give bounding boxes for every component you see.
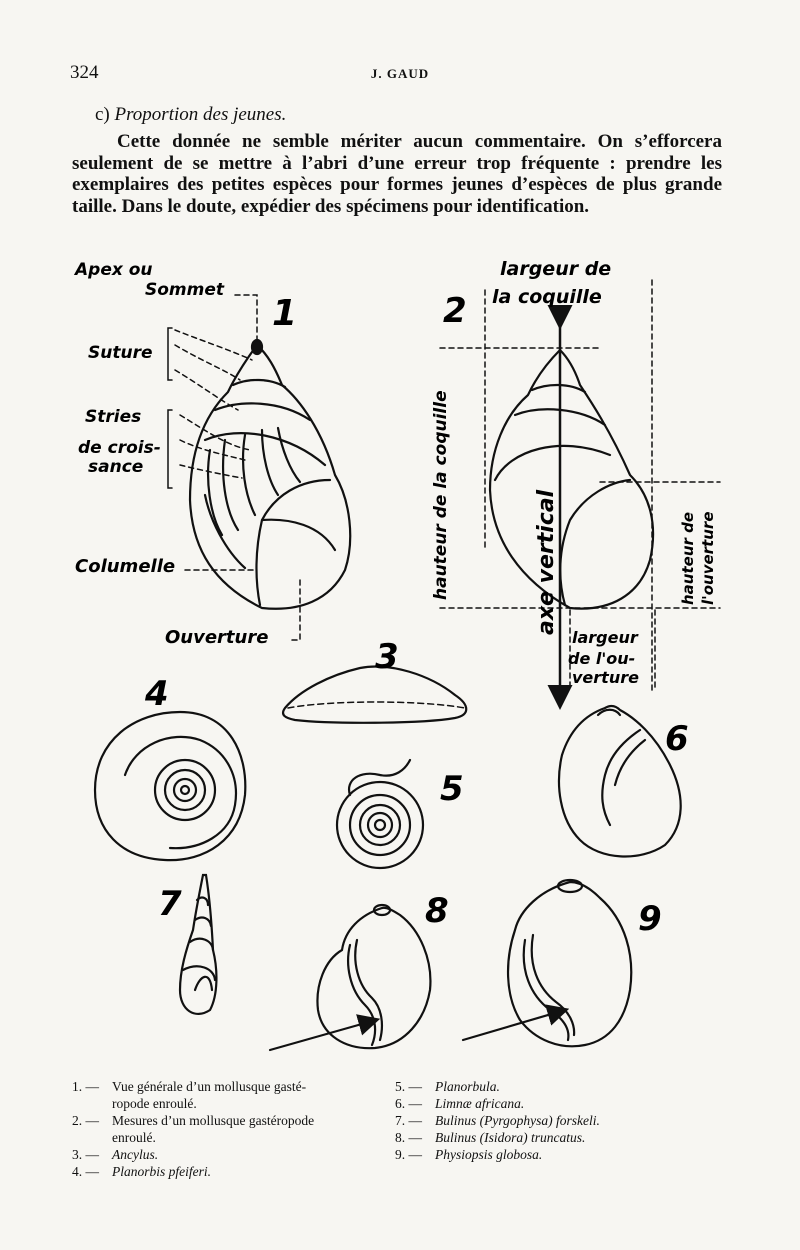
- caption-item: 7. —Bulinus (Pyrgophysa) forskeli.: [395, 1113, 600, 1128]
- fig-number-3: 3: [375, 637, 399, 677]
- section-title: Proportion des jeunes.: [114, 104, 287, 125]
- fig4-shell: [93, 710, 247, 862]
- body-paragraph: Cette donnée ne semble mériter aucun com…: [72, 131, 722, 217]
- caption-item: 2. —Mesures d’un mollusque gastéropode: [72, 1113, 315, 1128]
- caption-item: 1. —Vue générale d’un mollusque gasté-: [72, 1079, 307, 1094]
- caption-item: 8. —Bulinus (Isidora) truncatus.: [395, 1130, 586, 1145]
- fig-number-5: 5: [440, 769, 464, 809]
- fig9-shell: [461, 878, 633, 1048]
- fig1-label-apex: Apex ou: [73, 260, 153, 280]
- caption-item: 4. —Planorbis pfeiferi.: [72, 1164, 211, 1179]
- fig-number-8: 8: [425, 891, 449, 931]
- fig2-label-largeur-ouv-3: verture: [572, 668, 639, 687]
- fig1-label-sance: sance: [88, 457, 143, 477]
- section-heading: c) Proportion des jeunes.: [95, 104, 286, 126]
- fig8-shell: [268, 903, 432, 1052]
- fig2-label-axe-vertical: axe vertical: [534, 489, 559, 635]
- caption-item: 3. —Ancylus.: [72, 1147, 159, 1162]
- fig1-label-ouverture: Ouverture: [165, 627, 268, 648]
- page-number: 324: [70, 62, 99, 83]
- fig6-shell: [557, 704, 682, 858]
- fig2-label-hauteur-ouverture-1: hauteur de: [679, 512, 697, 605]
- caption-item: 9. —Physiopsis globosa.: [395, 1147, 543, 1162]
- fig3-shell: [281, 665, 468, 724]
- captions-left: 1. —Vue générale d’un mollusque gasté- r…: [72, 1078, 397, 1180]
- captions-right: 5. —Planorbula. 6. —Limnæ africana. 7. —…: [395, 1078, 735, 1163]
- caption-item-cont: ropode enroulé.: [112, 1096, 197, 1111]
- caption-item: 6. —Limnæ africana.: [395, 1096, 525, 1111]
- fig-number-2: 2: [443, 291, 467, 331]
- fig1-shell: [188, 338, 352, 610]
- fig2-label-largeur: largeur de: [500, 258, 611, 280]
- fig2-shell: [488, 348, 655, 610]
- fig-number-9: 9: [638, 899, 662, 939]
- fig2-label-largeur-ouv-2: de l'ou-: [568, 649, 635, 668]
- caption-item: 5. —Planorbula.: [395, 1079, 500, 1094]
- figure: Apex ou Sommet Suture Stries de crois- s…: [0, 250, 800, 1070]
- fig-number-1: 1: [272, 293, 297, 334]
- fig2-label-hauteur-ouverture-2: l'ouverture: [699, 512, 717, 606]
- section-marker: c): [95, 104, 110, 125]
- fig1-label-crois: de crois-: [78, 438, 161, 458]
- fig1-label-columelle: Columelle: [75, 556, 175, 577]
- fig-number-7: 7: [158, 884, 182, 924]
- fig-number-6: 6: [665, 719, 689, 759]
- shell-illustrations: Apex ou Sommet Suture Stries de crois- s…: [73, 258, 721, 1052]
- fig1-label-stries: Stries: [85, 407, 141, 427]
- fig-number-4: 4: [144, 674, 169, 714]
- fig5-shell: [335, 758, 425, 870]
- fig1-label-suture: Suture: [88, 343, 153, 363]
- fig1-label-sommet: Sommet: [145, 280, 225, 300]
- fig2-label-largeur-ouv-1: largeur: [572, 628, 639, 647]
- fig2-label-coquille: la coquille: [492, 286, 602, 308]
- caption-item-cont: enroulé.: [112, 1130, 156, 1145]
- fig7-shell: [178, 873, 218, 1015]
- fig2-label-hauteur-coquille: hauteur de la coquille: [431, 390, 451, 600]
- running-head: J. GAUD: [370, 66, 430, 81]
